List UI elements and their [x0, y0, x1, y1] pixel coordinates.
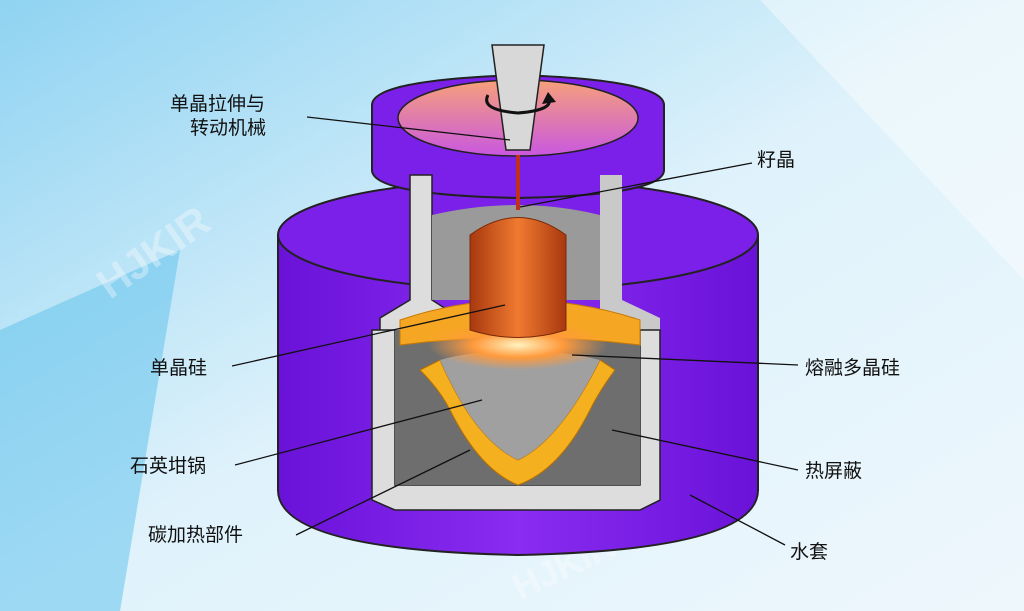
pull-shaft [491, 44, 545, 151]
label-monocrystalline-silicon: 单晶硅 [150, 357, 208, 379]
label-pull-mechanism-line1: 单晶拉伸与 [170, 93, 266, 115]
label-heat-shield: 热屏蔽 [805, 460, 863, 482]
leader-lines [231, 116, 799, 546]
label-water-jacket: 水套 [790, 541, 829, 563]
rotation-arrow-icon [485, 94, 551, 115]
label-quartz-crucible: 石英坩锅 [130, 455, 207, 477]
label-carbon-heater: 碳加热部件 [148, 524, 244, 546]
label-pull-mechanism: 单晶拉伸与 转动机械 [170, 92, 266, 140]
label-molten-polysilicon: 熔融多晶硅 [805, 357, 901, 379]
label-pull-mechanism-line2: 转动机械 [190, 117, 267, 139]
label-seed-crystal: 籽晶 [757, 149, 796, 171]
